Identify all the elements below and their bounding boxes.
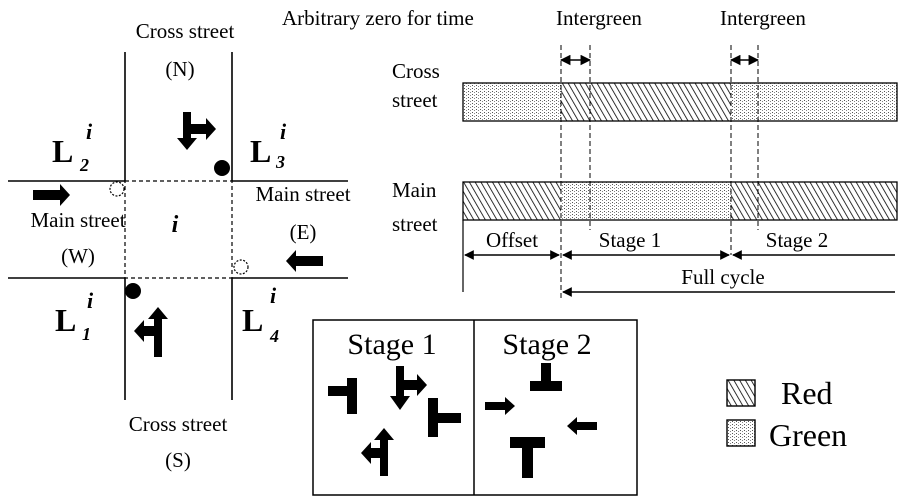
north-left-turn-arrow-icon: [134, 307, 168, 357]
west-arrow-icon: [286, 250, 323, 272]
stage-1-right-turn-arrow-icon: [390, 366, 427, 410]
cross-street-north-dir: (N): [165, 57, 194, 81]
south-right-turn-arrow-icon: [177, 112, 216, 150]
junction-box: [124, 180, 233, 279]
main-street-row-label-2: street: [392, 212, 438, 236]
link-label-L3: L 3 i: [250, 119, 287, 172]
stage-boxes: Stage 1 Stage 2: [312, 319, 638, 496]
svg-text:i: i: [270, 283, 277, 308]
link-label-L1: L 1 i: [55, 288, 94, 344]
stage-box-frame: [312, 319, 638, 496]
svg-text:3: 3: [275, 152, 285, 172]
main-street-east-dir: (E): [290, 220, 317, 244]
stage-2-east-arrow-icon: [485, 397, 515, 415]
intergreen-label-1: Intergreen: [556, 6, 642, 30]
main-street-east-label: Main street: [255, 182, 350, 206]
main-street-west-label: Main street: [30, 208, 125, 232]
svg-text:4: 4: [269, 326, 279, 346]
stage-2-timing-label: Stage 2: [766, 228, 828, 252]
stage-1-left-turn-arrow-icon: [361, 428, 394, 476]
detector-filled: [125, 283, 141, 299]
timing-diagram: Arbitrary zero for time Intergreen Inter…: [282, 6, 898, 300]
svg-text:2: 2: [79, 155, 89, 175]
cross-street-bar-green-1: [463, 83, 561, 121]
legend-green-label: Green: [769, 417, 847, 453]
svg-text:i: i: [280, 119, 287, 144]
svg-text:L: L: [242, 302, 263, 338]
main-street-bar-red-1: [463, 182, 561, 220]
cross-street-south-label: Cross street: [129, 412, 228, 436]
node-label: i: [172, 212, 179, 238]
svg-text:i: i: [87, 288, 94, 313]
stage-2-north-stop-bar-icon: [530, 363, 562, 391]
cross-street-bar-green-2: [731, 83, 897, 121]
stage-1-timing-label: Stage 1: [599, 228, 661, 252]
offset-label: Offset: [486, 228, 538, 252]
legend-green-swatch: [726, 419, 756, 447]
detector-filled: [214, 160, 230, 176]
main-street-bar-green: [561, 182, 731, 220]
svg-text:1: 1: [82, 324, 91, 344]
cross-street-south-dir: (S): [165, 448, 191, 472]
main-street-bar-red-2: [731, 182, 897, 220]
stage-2-south-stop-bar-icon: [510, 437, 545, 478]
stage-2-west-arrow-icon: [567, 417, 597, 435]
main-street-row-label-1: Main: [392, 178, 437, 202]
cross-street-row-label-1: Cross: [392, 59, 440, 83]
intergreen-label-2: Intergreen: [720, 6, 806, 30]
detector-open: [109, 181, 125, 197]
cross-street-row-label-2: street: [392, 88, 438, 112]
full-cycle-label: Full cycle: [681, 265, 764, 289]
main-street-bar-outline: [462, 181, 898, 221]
legend-red-swatch: [726, 379, 756, 407]
west-stop-bar-icon: [328, 378, 357, 414]
legend-red-label: Red: [781, 375, 833, 411]
stage-1-title: Stage 1: [347, 328, 436, 361]
cross-street-bar-red: [561, 83, 731, 121]
link-label-L4: L 4 i: [242, 283, 279, 346]
intersection-diagram: Cross street (N) Main street (W) Main st…: [8, 19, 351, 472]
east-stop-bar-icon: [428, 398, 461, 437]
svg-text:L: L: [55, 302, 76, 338]
east-arrow-icon: [33, 184, 70, 206]
cross-street-bar-outline: [462, 82, 898, 122]
detector-open: [233, 259, 249, 275]
legend: Red Green: [726, 375, 847, 453]
svg-text:L: L: [52, 133, 73, 169]
main-street-west-dir: (W): [61, 244, 95, 268]
svg-text:i: i: [86, 119, 93, 144]
arbitrary-zero-label: Arbitrary zero for time: [282, 6, 474, 30]
svg-text:L: L: [250, 133, 271, 169]
cross-street-north-label: Cross street: [136, 19, 235, 43]
link-label-L2: L 2 i: [52, 119, 93, 175]
stage-2-title: Stage 2: [502, 328, 591, 361]
